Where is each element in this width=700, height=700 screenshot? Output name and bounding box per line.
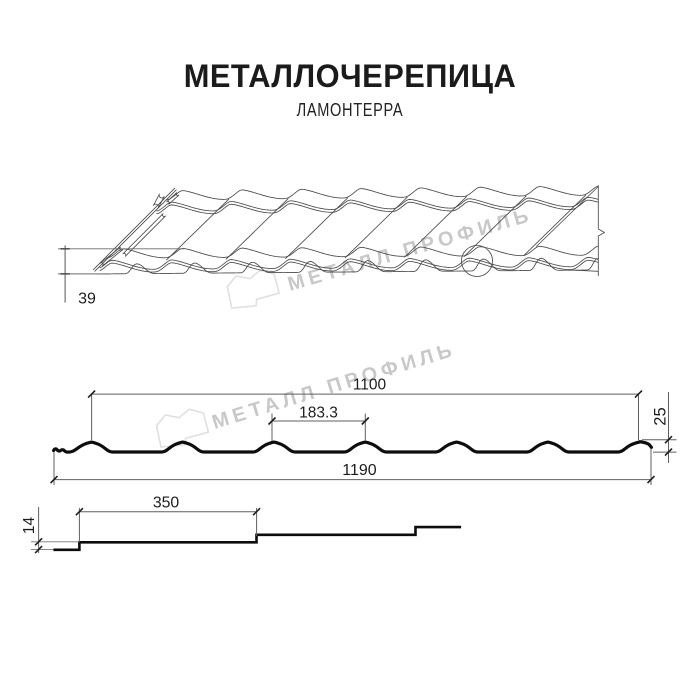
svg-text:25: 25: [652, 407, 670, 425]
svg-text:39: 39: [78, 291, 96, 308]
svg-text:1100: 1100: [353, 377, 387, 394]
svg-text:350: 350: [153, 495, 180, 512]
svg-text:183.3: 183.3: [299, 405, 338, 422]
svg-text:1190: 1190: [342, 462, 377, 479]
svg-text:14: 14: [21, 517, 38, 535]
svg-text:МЕТАЛЛ ПРОФИЛЬ: МЕТАЛЛ ПРОФИЛЬ: [285, 204, 535, 296]
